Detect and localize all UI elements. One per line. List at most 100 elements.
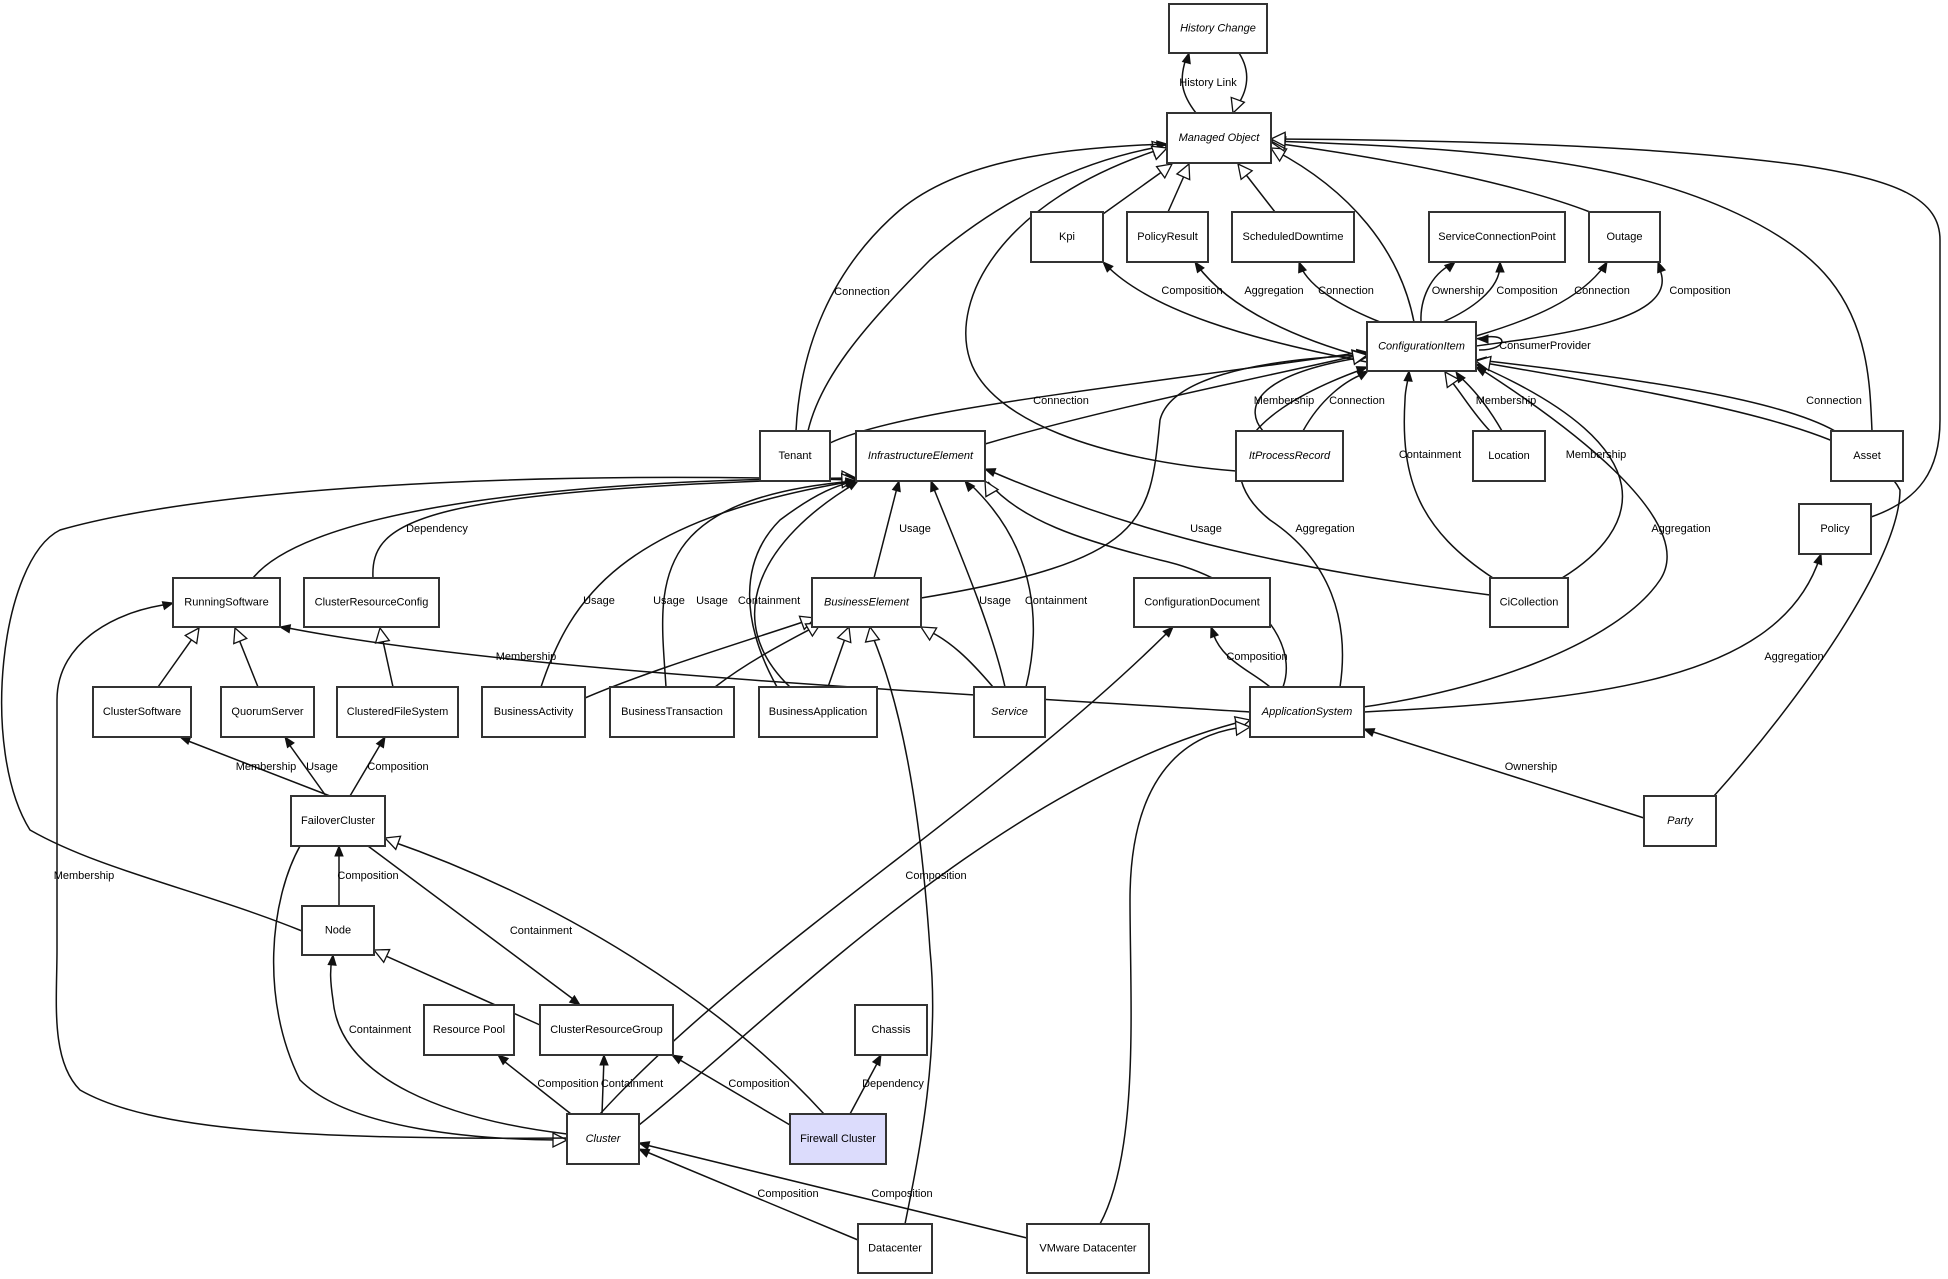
- class-box[interactable]: [854, 1004, 928, 1056]
- class-box[interactable]: [1126, 211, 1209, 263]
- association-line: [641, 1143, 1028, 1239]
- class-node-policy-result[interactable]: PolicyResult: [1126, 211, 1209, 263]
- class-box[interactable]: [857, 1223, 933, 1274]
- class-box[interactable]: [423, 1004, 515, 1056]
- inheritance-arrowhead-icon: [1269, 147, 1288, 163]
- class-box[interactable]: [290, 795, 386, 847]
- edge-label: Connection: [1574, 285, 1630, 297]
- class-box[interactable]: [1489, 577, 1569, 628]
- class-node-cluster[interactable]: Cluster: [566, 1113, 640, 1165]
- class-box[interactable]: [1366, 321, 1477, 372]
- class-node-business-application[interactable]: BusinessApplication: [758, 686, 878, 738]
- edge-it-process-record-to-managed-object: [965, 145, 1237, 472]
- edge-configuration-item-to-configuration-item: [1475, 334, 1503, 351]
- class-box[interactable]: [172, 577, 281, 628]
- class-node-tenant[interactable]: Tenant: [759, 430, 831, 482]
- class-node-cluster-resource-group[interactable]: ClusterResourceGroup: [539, 1004, 674, 1056]
- edge-label: Membership: [1476, 395, 1537, 407]
- class-node-infrastructure-element[interactable]: InfrastructureElement: [855, 430, 986, 482]
- class-node-cluster-software[interactable]: ClusterSoftware: [92, 686, 192, 738]
- inheritance-line: [638, 719, 1249, 1126]
- class-node-datacenter[interactable]: Datacenter: [857, 1223, 933, 1274]
- class-box[interactable]: [1428, 211, 1566, 263]
- class-node-application-system[interactable]: ApplicationSystem: [1249, 686, 1365, 738]
- class-box[interactable]: [1231, 211, 1355, 263]
- class-box[interactable]: [1235, 430, 1344, 482]
- class-box[interactable]: [1588, 211, 1661, 263]
- class-box[interactable]: [566, 1113, 640, 1165]
- edge-label: Ownership: [1505, 761, 1558, 773]
- class-node-configuration-item[interactable]: ConfigurationItem: [1366, 321, 1477, 372]
- class-node-node[interactable]: Node: [301, 905, 375, 956]
- class-node-vmware-datacenter[interactable]: VMware Datacenter: [1026, 1223, 1150, 1274]
- class-node-business-activity[interactable]: BusinessActivity: [481, 686, 586, 738]
- class-box[interactable]: [220, 686, 315, 738]
- edge-cluster-software-to-running-software: [157, 626, 200, 688]
- class-box[interactable]: [1643, 795, 1717, 847]
- class-box[interactable]: [1249, 686, 1365, 738]
- edge-location-to-configuration-item: [1444, 370, 1491, 432]
- class-box[interactable]: [789, 1113, 887, 1165]
- class-box[interactable]: [92, 686, 192, 738]
- edge-label: Dependency: [406, 523, 468, 535]
- class-box[interactable]: [1168, 3, 1268, 54]
- edge-label: Aggregation: [1244, 285, 1303, 297]
- edge-label: Composition: [1161, 285, 1222, 297]
- class-node-resource-pool[interactable]: Resource Pool: [423, 1004, 515, 1056]
- inheritance-arrowhead-icon: [1444, 370, 1460, 389]
- class-node-location[interactable]: Location: [1472, 430, 1546, 482]
- class-node-it-process-record[interactable]: ItProcessRecord: [1235, 430, 1344, 482]
- inheritance-line: [1273, 149, 1415, 323]
- class-box[interactable]: [855, 430, 986, 482]
- class-node-failover-cluster[interactable]: FailoverCluster: [290, 795, 386, 847]
- class-node-running-software[interactable]: RunningSoftware: [172, 577, 281, 628]
- class-box[interactable]: [811, 577, 922, 628]
- class-node-outage[interactable]: Outage: [1588, 211, 1661, 263]
- class-box[interactable]: [1166, 112, 1272, 164]
- class-node-history-change[interactable]: History Change: [1168, 3, 1268, 54]
- edge-application-system-to-configuration-item: [1239, 366, 1369, 688]
- class-box[interactable]: [1830, 430, 1904, 482]
- edge-business-element-to-infrastructure-element: [873, 479, 901, 579]
- class-box[interactable]: [1472, 430, 1546, 482]
- class-node-firewall-cluster[interactable]: Firewall Cluster: [789, 1113, 887, 1165]
- edge-application-system-to-configuration-item: [1299, 366, 1668, 715]
- class-node-scheduled-downtime[interactable]: ScheduledDowntime: [1231, 211, 1355, 263]
- class-box[interactable]: [609, 686, 735, 738]
- class-node-policy[interactable]: Policy: [1798, 503, 1872, 555]
- class-box[interactable]: [759, 430, 831, 482]
- class-node-service-connection-point[interactable]: ServiceConnectionPoint: [1428, 211, 1566, 263]
- class-name: ConfigurationItem: [1378, 341, 1465, 353]
- class-node-managed-object[interactable]: Managed Object: [1166, 112, 1272, 164]
- class-box[interactable]: [539, 1004, 674, 1056]
- class-box[interactable]: [758, 686, 878, 738]
- class-box[interactable]: [1798, 503, 1872, 555]
- class-node-clustered-file-system[interactable]: ClusteredFileSystem: [336, 686, 459, 738]
- class-box[interactable]: [1133, 577, 1271, 628]
- class-box[interactable]: [301, 905, 375, 956]
- class-box[interactable]: [336, 686, 459, 738]
- inheritance-arrowhead-icon: [184, 626, 200, 645]
- class-node-cluster-resource-config[interactable]: ClusterResourceConfig: [303, 577, 440, 628]
- class-box[interactable]: [481, 686, 586, 738]
- class-node-asset[interactable]: Asset: [1830, 430, 1904, 482]
- class-box[interactable]: [973, 686, 1046, 738]
- class-node-quorum-server[interactable]: QuorumServer: [220, 686, 315, 738]
- class-node-service[interactable]: Service: [973, 686, 1046, 738]
- association-arrowhead-icon: [1476, 334, 1489, 344]
- edge-scheduled-downtime-to-managed-object: [1237, 162, 1276, 213]
- class-node-kpi[interactable]: Kpi: [1030, 211, 1104, 263]
- inheritance-line: [807, 145, 1165, 432]
- class-node-party[interactable]: Party: [1643, 795, 1717, 847]
- class-node-chassis[interactable]: Chassis: [854, 1004, 928, 1056]
- class-node-business-element[interactable]: BusinessElement: [811, 577, 922, 628]
- association-arrowhead-icon: [496, 1054, 510, 1066]
- class-node-business-transaction[interactable]: BusinessTransaction: [609, 686, 735, 738]
- class-box[interactable]: [303, 577, 440, 628]
- association-line: [1254, 356, 1365, 432]
- class-node-configuration-document[interactable]: ConfigurationDocument: [1133, 577, 1271, 628]
- class-box[interactable]: [1030, 211, 1104, 263]
- edge-firewall-cluster-to-chassis: [849, 1053, 882, 1115]
- class-box[interactable]: [1026, 1223, 1150, 1274]
- class-node-ci-collection[interactable]: CiCollection: [1489, 577, 1569, 628]
